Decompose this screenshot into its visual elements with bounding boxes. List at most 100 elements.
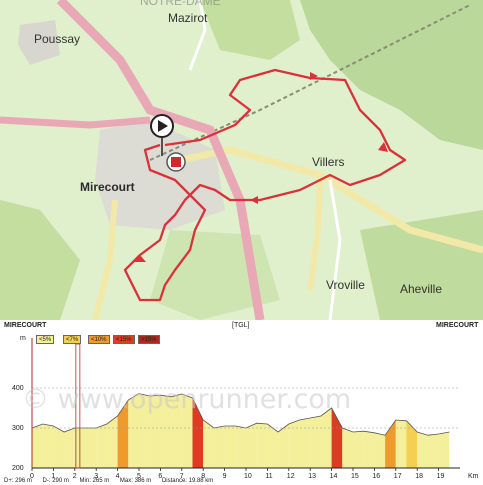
profile-segment: [32, 424, 43, 468]
x-tick-label: 10: [244, 473, 252, 480]
route-direction-arrow: [378, 142, 388, 152]
x-tick-label: 5: [137, 473, 141, 480]
profile-segment: [224, 426, 236, 468]
x-tick-label: 0: [30, 473, 34, 480]
road-main: [0, 116, 151, 129]
x-axis-unit: Km: [468, 473, 479, 480]
x-tick-label: 1: [51, 473, 55, 480]
road-main: [56, 0, 265, 320]
profile-segment: [406, 420, 418, 468]
profile-segment: [53, 426, 65, 468]
x-tick-label: 13: [308, 473, 316, 480]
profile-segment: [246, 423, 257, 468]
profile-outline: [31, 393, 450, 436]
profile-segment: [149, 395, 161, 468]
forest-area: [360, 210, 483, 320]
stat-d-minus: D-: 290 m: [42, 478, 69, 484]
y-tick-label: 300: [12, 425, 24, 432]
map-view[interactable]: NOTRE-DAME Mazirot Poussay Mirecourt Vil…: [0, 0, 483, 320]
x-tick-label: 17: [394, 473, 402, 480]
profile-segment: [171, 394, 182, 468]
play-icon: [158, 120, 168, 132]
forest-area: [0, 200, 80, 320]
stat-max: Max: 386 m: [119, 478, 152, 484]
profile-center-label: [TGL]: [232, 322, 250, 329]
railway-line: [149, 4, 471, 161]
profile-segment: [310, 416, 321, 468]
y-tick-label: 200: [12, 465, 24, 472]
x-tick-label: 3: [94, 473, 98, 480]
stat-distance: Distance: 19.88 km: [161, 478, 214, 484]
y-tick-label: 400: [12, 385, 24, 392]
x-tick-label: 2: [73, 473, 77, 480]
stat-d-plus: D+: 296 m: [4, 478, 32, 484]
profile-segment: [213, 426, 225, 468]
profile-segment: [181, 394, 193, 468]
profile-segment: [353, 431, 364, 468]
profile-segment: [288, 420, 300, 468]
legend-chip-lt7: <7%: [63, 335, 82, 344]
legend-chip-lt15: <15%: [113, 335, 135, 344]
legend-chip-gt15: >15%: [138, 335, 160, 344]
road-secondary: [92, 199, 118, 320]
route-direction-arrow: [134, 255, 146, 262]
route-path[interactable]: [123, 68, 407, 302]
x-tick-label: 6: [158, 473, 162, 480]
profile-segment: [427, 434, 439, 468]
map-canvas[interactable]: [0, 0, 483, 320]
profile-segment: [417, 432, 428, 468]
profile-segment: [235, 426, 246, 468]
x-tick-label: 11: [265, 473, 272, 480]
x-tick-label: 14: [330, 473, 338, 480]
forest-area: [200, 0, 300, 60]
profile-segment: [363, 431, 375, 468]
legend-chip-lt10: <10%: [88, 335, 110, 344]
road-secondary: [307, 174, 323, 291]
profile-segment: [278, 424, 289, 468]
x-tick-label: 15: [351, 473, 359, 480]
position-marker: [75, 343, 81, 469]
road-minor: [188, 0, 207, 71]
profile-segment: [160, 395, 172, 468]
x-tick-label: 9: [223, 473, 227, 480]
profile-segment: [438, 432, 450, 468]
profile-segment: [320, 408, 332, 468]
profile-unit-label: m: [20, 335, 26, 342]
x-tick-label: 7: [180, 473, 184, 480]
map-label-aheville: Aheville: [400, 282, 443, 296]
stat-min: Min: 265 m: [79, 478, 110, 484]
profile-segment: [342, 428, 353, 468]
x-tick-label: 12: [287, 473, 295, 480]
map-label-vroville: Vroville: [326, 278, 365, 292]
profile-segment: [85, 428, 97, 468]
map-label-mirecourt: Mirecourt: [80, 180, 135, 194]
map-label-mazirot: Mazirot: [168, 11, 208, 25]
profile-segment: [192, 398, 204, 468]
watermark: © www.openrunner.com: [22, 384, 351, 415]
stop-icon: [171, 157, 181, 167]
profile-segment: [395, 420, 407, 468]
legend-chip-lt5: <5%: [36, 335, 55, 344]
x-tick-label: 16: [372, 473, 380, 480]
profile-segment: [267, 424, 279, 468]
route-direction-arrow: [250, 196, 258, 204]
profile-end-label: MIRECOURT: [436, 322, 479, 329]
profile-segment: [106, 416, 118, 468]
profile-segment: [139, 393, 150, 468]
route-direction-arrow: [310, 72, 318, 80]
x-tick-label: 19: [437, 473, 445, 480]
profile-segment: [64, 428, 75, 468]
x-tick-label: 4: [116, 473, 120, 480]
x-tick-label: 18: [415, 473, 423, 480]
profile-segment: [374, 432, 386, 468]
profile-segment: [96, 424, 107, 468]
profile-segment: [331, 408, 343, 468]
elevation-profile: MIRECOURT [TGL] MIRECOURT m <5% <7% <10%…: [0, 320, 483, 485]
profile-segment: [42, 424, 54, 468]
map-label-poussay: Poussay: [34, 32, 81, 46]
route-stats: D+: 296 m D-: 290 m Min: 265 m Max: 386 …: [4, 478, 222, 484]
x-tick-label: 8: [201, 473, 205, 480]
map-label-top: NOTRE-DAME: [140, 0, 221, 8]
built-area: [18, 20, 60, 65]
